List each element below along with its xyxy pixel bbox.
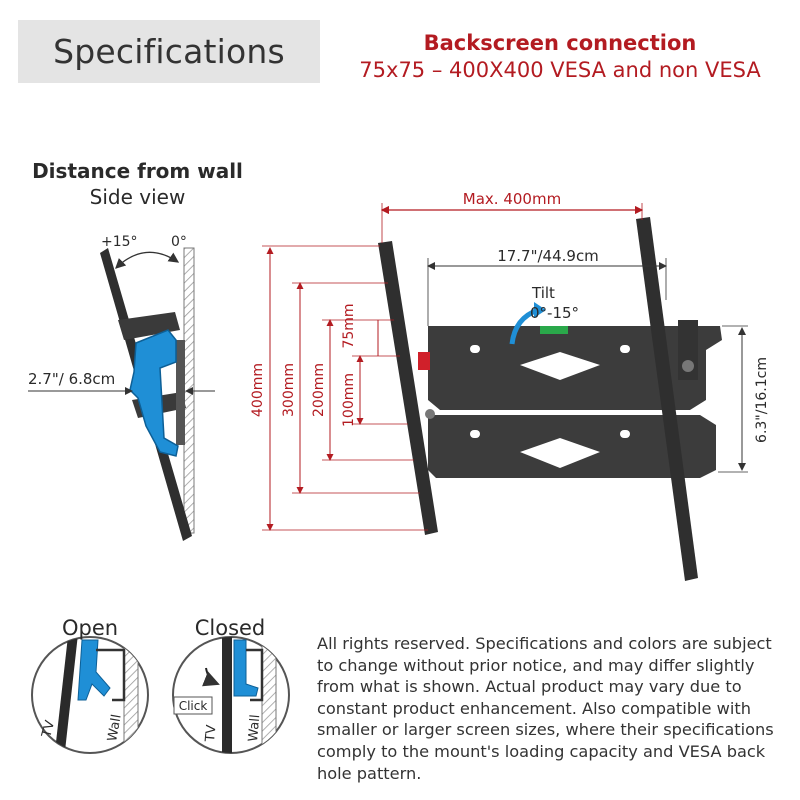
plate-cutout-bottom bbox=[520, 438, 600, 468]
blue-bracket bbox=[129, 329, 179, 457]
closed-detail: Click TV Wall bbox=[172, 636, 290, 754]
tilt-range-label: 0°-15° bbox=[530, 304, 579, 322]
closed-label: Closed bbox=[194, 616, 266, 640]
closed-wall-label: Wall bbox=[246, 714, 263, 742]
backscreen-connection: Backscreen connection 75x75 – 400X400 VE… bbox=[340, 30, 780, 84]
side-view-diagram: +15° 0° 2.7"/ 6.8cm bbox=[28, 234, 215, 541]
closed-tv-label: TV bbox=[203, 724, 220, 743]
tilt-angle-arc bbox=[115, 251, 180, 269]
zero-angle-label: 0° bbox=[171, 234, 187, 250]
tilt-label: Tilt bbox=[531, 284, 555, 302]
backscreen-subtitle: 75x75 – 400X400 VESA and non VESA bbox=[359, 58, 761, 82]
distance-from-wall-label: Distance from wall bbox=[32, 159, 243, 183]
disclaimer-text: All rights reserved. Specifications and … bbox=[317, 634, 774, 783]
vesa-height-75: 75mm bbox=[341, 303, 357, 348]
click-label: Click bbox=[179, 699, 208, 713]
left-vertical-arm bbox=[378, 241, 438, 535]
specifications-label: Specifications bbox=[53, 32, 285, 71]
front-view-diagram: Tilt 0°-15° Max. 400mm 17.7"/44.9cm 6.3"… bbox=[250, 190, 770, 581]
max-width-label: Max. 400mm bbox=[463, 190, 561, 208]
vesa-height-100: 100mm bbox=[341, 373, 357, 427]
plate-height-label: 6.3"/16.1cm bbox=[754, 357, 770, 443]
vesa-height-400: 400mm bbox=[250, 363, 266, 417]
right-vertical-arm bbox=[636, 217, 698, 581]
open-tv-panel bbox=[54, 637, 78, 753]
plate-cutout-top bbox=[520, 352, 600, 380]
specifications-heading: Specifications bbox=[18, 20, 320, 83]
open-tv-label: TV bbox=[39, 719, 58, 740]
open-label: Open bbox=[61, 616, 119, 640]
closed-blue-hook bbox=[233, 639, 259, 697]
vesa-height-dimensions: 400mm 300mm 200mm 100mm 75mm bbox=[250, 245, 428, 531]
open-wall-label: Wall bbox=[105, 713, 124, 742]
bracket-arm-top bbox=[118, 312, 180, 340]
open-detail: TV Wall bbox=[31, 636, 149, 754]
wall-plate bbox=[176, 340, 185, 445]
vesa-height-200: 200mm bbox=[311, 363, 327, 417]
wall-distance-label: 2.7"/ 6.8cm bbox=[28, 370, 115, 388]
side-view-title: Distance from wall Side view bbox=[30, 158, 245, 210]
click-arrow-icon bbox=[202, 667, 220, 687]
bubble-level bbox=[540, 326, 568, 334]
vesa-height-300: 300mm bbox=[281, 363, 297, 417]
closed-tv-panel bbox=[222, 637, 232, 753]
tilt-angle-label: +15° bbox=[101, 234, 138, 250]
red-safety-lock bbox=[418, 352, 430, 370]
click-badge bbox=[173, 696, 213, 715]
backscreen-title: Backscreen connection bbox=[423, 31, 697, 55]
bracket-width-label: 17.7"/44.9cm bbox=[497, 247, 599, 265]
side-view-label: Side view bbox=[89, 185, 186, 209]
